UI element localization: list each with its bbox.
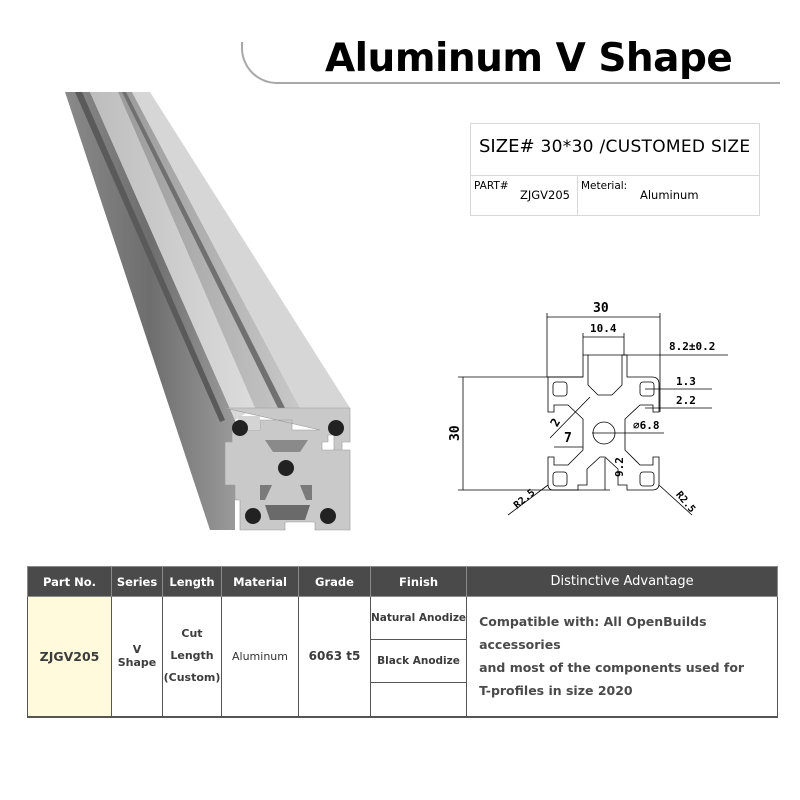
- header-material: Material: [221, 566, 299, 597]
- dim-radius-left: R2.5: [512, 487, 538, 511]
- dim-gap: 1.3: [676, 375, 696, 388]
- header-part-no: Part No.: [27, 566, 112, 597]
- spec-table: Part No. Series Length Material Grade Fi…: [27, 566, 778, 718]
- spec-table-header: Part No. Series Length Material Grade Fi…: [27, 566, 778, 597]
- finish-black-anodize: Black Anodize: [371, 640, 467, 684]
- size-info-box: SIZE#30*30 /CUSTOMED SIZE PART# ZJGV205 …: [470, 123, 760, 216]
- finish-empty: [371, 683, 466, 715]
- dim-width-30: 30: [593, 301, 609, 316]
- cell-grade: 6063 t5: [298, 596, 371, 717]
- size-label: SIZE#: [479, 136, 535, 157]
- part-material-row: PART# ZJGV205 Meterial: Aluminum: [470, 175, 760, 216]
- size-value: 30*30 /CUSTOMED SIZE: [540, 137, 751, 157]
- table-row: ZJGV205 V Shape Cut Length (Custom) Alum…: [27, 596, 778, 717]
- cell-material: Aluminum: [221, 596, 299, 717]
- advantage-line2: and most of the components used for: [479, 660, 745, 676]
- dim-depth: 9.2: [613, 457, 626, 477]
- title-arc-decoration: [241, 42, 281, 84]
- part-value: ZJGV205: [520, 188, 570, 202]
- profile-cross-section-drawing: 30 10.4 8.2±0.2 1.3 2.2 ⌀6.8 7 30 2 9.2 …: [448, 301, 728, 516]
- dim-slot-outer: 10.4: [590, 322, 617, 335]
- size-row: SIZE#30*30 /CUSTOMED SIZE: [470, 123, 760, 175]
- dim-offset: 7: [564, 431, 572, 446]
- dim-height-30: 30: [448, 425, 463, 441]
- header-advantage: Distinctive Advantage: [466, 566, 778, 597]
- cell-part-no: ZJGV205: [27, 596, 112, 717]
- header-length: Length: [162, 566, 222, 597]
- dim-slot-inner: 8.2±0.2: [669, 340, 715, 353]
- title-banner: Aluminum V Shape: [241, 30, 780, 85]
- cell-length: Cut Length (Custom): [162, 596, 222, 717]
- header-grade: Grade: [298, 566, 371, 597]
- header-series: Series: [111, 566, 163, 597]
- finish-natural-anodize: Natural Anodize: [371, 597, 467, 641]
- cell-series: V Shape: [111, 596, 163, 717]
- material-label: Meterial:: [581, 180, 628, 192]
- dim-radius-right: R2.5: [673, 489, 697, 515]
- part-cell: PART# ZJGV205: [471, 176, 578, 215]
- length-line1: Cut Length: [170, 627, 214, 663]
- advantage-line3: T-profiles in size 2020: [479, 683, 633, 699]
- dim-lip: 2.2: [676, 394, 696, 407]
- part-label: PART#: [474, 180, 509, 192]
- material-cell: Meterial: Aluminum: [578, 176, 759, 215]
- cell-finish: Natural Anodize Black Anodize: [369, 596, 468, 717]
- advantage-line1: Compatible with: All OpenBuilds accessor…: [479, 614, 707, 653]
- dim-center-hole: ⌀6.8: [633, 419, 660, 432]
- page-title: Aluminum V Shape: [325, 36, 733, 81]
- header-finish: Finish: [369, 566, 468, 597]
- material-value: Aluminum: [640, 188, 699, 202]
- cell-advantage: Compatible with: All OpenBuilds accessor…: [466, 596, 778, 717]
- length-line2: (Custom): [163, 671, 221, 685]
- profile-end-face: [224, 407, 351, 531]
- aluminum-profile-render: [65, 92, 351, 531]
- size-text: SIZE#30*30 /CUSTOMED SIZE: [479, 136, 750, 157]
- title-underline: [279, 82, 780, 84]
